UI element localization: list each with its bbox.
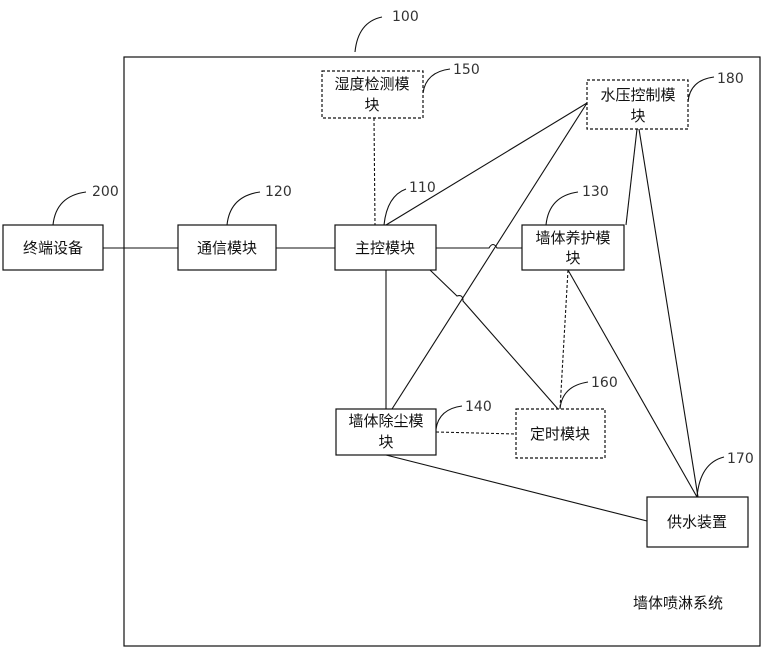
terminal-device-box: 终端设备 — [2, 224, 104, 271]
master-module-label: 主控模块 — [355, 239, 415, 257]
link-dust-water — [385, 454, 648, 522]
link-pressure-water — [638, 128, 699, 498]
pressure-module-label-2: 块 — [630, 107, 645, 125]
water-supply-label: 供水装置 — [667, 513, 727, 531]
dust-module-label-1: 墙体除尘模 — [348, 412, 423, 430]
humidity-module-label-2: 块 — [364, 96, 379, 114]
link-maintenance-timer — [559, 269, 569, 410]
system-boundary — [123, 56, 761, 647]
maintenance-module-label-1: 墙体养护模 — [535, 229, 610, 247]
ref-180: 180 — [717, 71, 744, 87]
ref-140: 140 — [465, 399, 492, 415]
link-maintenance-pressure — [625, 128, 638, 226]
maintenance-module-label-2: 块 — [565, 249, 580, 267]
link-dust-timer — [435, 431, 517, 435]
ref-150: 150 — [453, 62, 480, 78]
ref-120: 120 — [265, 184, 292, 200]
pressure-module-box: 水压控制模 块 — [586, 79, 689, 130]
terminal-device-label: 终端设备 — [23, 239, 83, 257]
water-supply-box: 供水装置 — [646, 496, 749, 548]
leader-100 — [354, 16, 383, 53]
timer-module-box: 定时模块 — [515, 408, 606, 459]
dust-module-label-2: 块 — [378, 433, 393, 451]
link-master-pressure — [385, 102, 588, 226]
leader-110 — [383, 188, 407, 226]
comm-module-label: 通信模块 — [197, 239, 257, 257]
humidity-module-label-1: 湿度检测模 — [334, 75, 409, 93]
ref-160: 160 — [591, 375, 618, 391]
ref-110: 110 — [409, 180, 436, 196]
link-master-maintenance — [436, 243, 522, 249]
ref-200: 200 — [92, 184, 119, 200]
humidity-module-box: 湿度检测模 块 — [321, 70, 424, 119]
ref-170: 170 — [727, 451, 754, 467]
leader-130 — [545, 191, 579, 226]
ref-100: 100 — [392, 9, 419, 25]
leader-160 — [559, 381, 589, 410]
leader-180 — [687, 76, 715, 103]
dust-module-box: 墙体除尘模 块 — [335, 408, 437, 456]
link-maintenance-water — [567, 269, 698, 498]
leader-150 — [422, 68, 451, 94]
leader-120 — [226, 191, 261, 226]
system-caption: 墙体喷淋系统 — [633, 594, 723, 612]
link-dust-pressure — [391, 102, 588, 410]
link-humidity-master — [373, 117, 376, 226]
leader-200 — [52, 191, 87, 226]
link-master-timer — [429, 269, 559, 410]
ref-130: 130 — [582, 184, 609, 200]
master-module-box: 主控模块 — [334, 224, 437, 271]
maintenance-module-box: 墙体养护模 块 — [521, 224, 625, 271]
leader-170 — [696, 456, 725, 498]
leader-140 — [435, 405, 463, 430]
timer-module-label: 定时模块 — [530, 425, 590, 443]
comm-module-box: 通信模块 — [177, 224, 277, 271]
pressure-module-label-1: 水压控制模 — [600, 86, 675, 104]
